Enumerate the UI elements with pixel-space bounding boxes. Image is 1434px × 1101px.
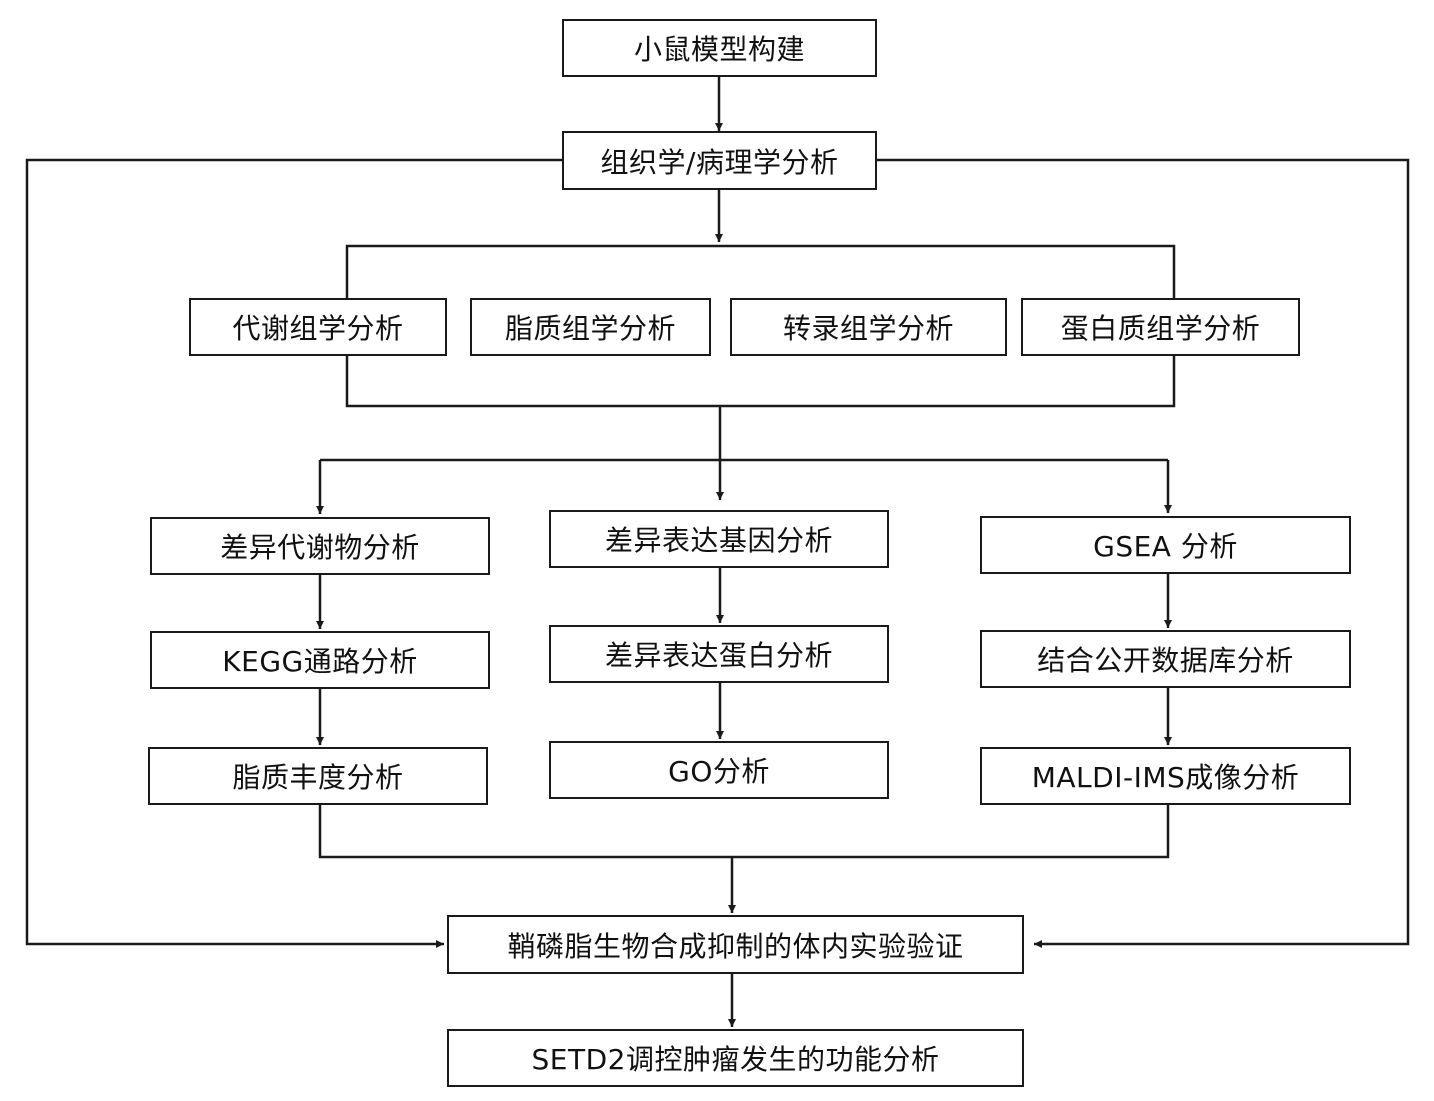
transcriptomics-box: 转录组学分析: [730, 298, 1007, 356]
transcriptomics-label: 转录组学分析: [782, 312, 954, 345]
mouse-model-label: 小鼠模型构建: [633, 33, 805, 66]
go-label: GO分析: [668, 755, 770, 788]
public-db-label: 结合公开数据库分析: [1037, 644, 1294, 677]
histology-box: 组织学/病理学分析: [562, 131, 877, 190]
mouse-model-box: 小鼠模型构建: [562, 19, 877, 77]
arrow-histology-left-loop: [25, 158, 562, 948]
deg-label: 差异表达基因分析: [604, 524, 833, 557]
omics-top-bracket: [345, 244, 1176, 298]
dep-box: 差异表达蛋白分析: [549, 625, 889, 683]
gsea-label: GSEA 分析: [1093, 530, 1238, 563]
deg-box: 差异表达基因分析: [549, 510, 889, 568]
proteomics-label: 蛋白质组学分析: [1060, 312, 1261, 345]
maldi-label: MALDI-IMS成像分析: [1031, 761, 1300, 794]
lipidomics-label: 脂质组学分析: [504, 312, 676, 345]
kegg-label: KEGG通路分析: [222, 645, 418, 678]
proteomics-box: 蛋白质组学分析: [1021, 298, 1300, 356]
public-db-box: 结合公开数据库分析: [980, 630, 1351, 688]
diff-metabolite-label: 差异代谢物分析: [220, 531, 420, 564]
diff-metabolite-box: 差异代谢物分析: [150, 517, 490, 575]
setd2-box: SETD2调控肿瘤发生的功能分析: [447, 1029, 1024, 1087]
dep-label: 差异表达蛋白分析: [604, 639, 833, 672]
arrow-histology-right-loop: [877, 158, 1410, 948]
histology-label: 组织学/病理学分析: [600, 145, 839, 179]
sphingolipid-validation-box: 鞘磷脂生物合成抑制的体内实验验证: [447, 915, 1024, 974]
lipid-abundance-box: 脂质丰度分析: [148, 747, 488, 805]
lipid-abundance-label: 脂质丰度分析: [232, 761, 404, 794]
omics-bottom-bracket: [345, 356, 1176, 408]
results-merge-bracket: [318, 805, 1170, 859]
gsea-box: GSEA 分析: [980, 516, 1351, 574]
sphingolipid-validation-label: 鞘磷脂生物合成抑制的体内实验验证: [507, 929, 964, 963]
go-box: GO分析: [549, 741, 889, 799]
maldi-box: MALDI-IMS成像分析: [980, 747, 1351, 805]
setd2-label: SETD2调控肿瘤发生的功能分析: [531, 1043, 940, 1076]
metabolomics-box: 代谢组学分析: [189, 298, 447, 356]
metabolomics-label: 代谢组学分析: [232, 312, 404, 345]
lipidomics-box: 脂质组学分析: [470, 298, 711, 356]
kegg-box: KEGG通路分析: [150, 631, 490, 689]
